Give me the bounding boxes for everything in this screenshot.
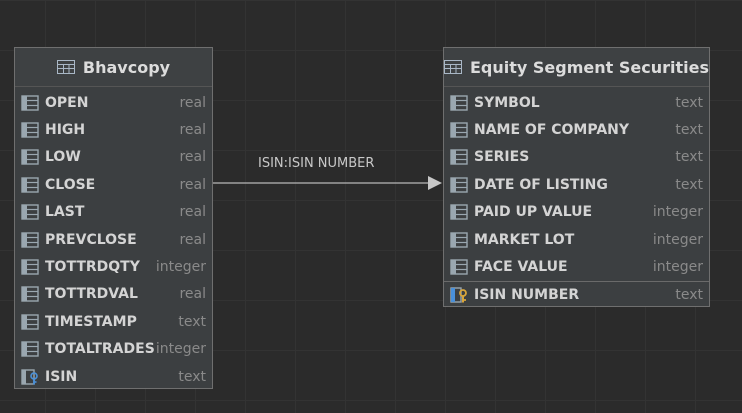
column-icon xyxy=(450,231,468,248)
column-row-isin[interactable]: ISIN text xyxy=(15,363,212,390)
column-name: ISIN xyxy=(45,368,78,385)
column-type: text xyxy=(675,94,703,111)
column-type: integer xyxy=(652,231,703,248)
column-icon xyxy=(21,122,39,138)
column-name: TOTTRDVAL xyxy=(45,286,138,303)
column-name: LAST xyxy=(45,204,85,221)
table-title: Bhavcopy xyxy=(82,57,171,77)
table-icon xyxy=(56,60,75,74)
column-row-name-of-company[interactable]: NAME OF COMPANY text xyxy=(444,116,709,143)
column-type: real xyxy=(179,176,206,193)
column-icon xyxy=(450,204,468,220)
column-name: HIGH xyxy=(45,122,86,139)
column-name: DATE OF LISTING xyxy=(474,176,608,193)
column-icon xyxy=(21,286,39,303)
column-name: CLOSE xyxy=(45,176,96,193)
column-row-paid-up-value[interactable]: PAID UP VALUE integer xyxy=(444,199,709,226)
column-type: integer xyxy=(652,259,703,276)
column-type: real xyxy=(179,149,206,166)
key-separator xyxy=(444,280,709,282)
column-icon xyxy=(21,149,39,166)
column-icon xyxy=(21,231,39,248)
column-row-tottrdval[interactable]: TOTTRDVAL real xyxy=(15,281,212,308)
column-name: TOTALTRADES xyxy=(45,341,155,358)
column-name: OPEN xyxy=(45,94,89,111)
column-row-market-lot[interactable]: MARKET LOT integer xyxy=(444,226,709,253)
column-name: NAME OF COMPANY xyxy=(474,122,630,139)
column-type: real xyxy=(179,94,206,111)
column-type: integer xyxy=(652,204,703,221)
column-name: PAID UP VALUE xyxy=(474,204,593,221)
table-header-bhavcopy: Bhavcopy xyxy=(15,48,212,87)
column-icon xyxy=(21,314,39,330)
column-icon xyxy=(21,259,39,275)
column-type: real xyxy=(179,122,206,139)
column-row-series[interactable]: SERIES text xyxy=(444,144,709,171)
column-type: text xyxy=(675,287,703,304)
column-name: FACE VALUE xyxy=(474,259,568,276)
column-icon xyxy=(450,177,468,193)
column-type: real xyxy=(179,286,206,303)
column-type: text xyxy=(675,176,703,193)
column-row-isin-number[interactable]: ISIN NUMBER text xyxy=(444,282,709,309)
column-row-last[interactable]: LAST real xyxy=(15,199,212,226)
column-row-date-of-listing[interactable]: DATE OF LISTING text xyxy=(444,171,709,198)
column-type: text xyxy=(178,368,206,385)
column-icon xyxy=(450,149,468,166)
column-type: text xyxy=(675,149,703,166)
column-icon xyxy=(21,204,39,220)
relationship-label: ISIN:ISIN NUMBER xyxy=(258,156,375,171)
column-name: MARKET LOT xyxy=(474,231,575,248)
column-icon xyxy=(450,122,468,138)
table-header-equity-segment-securities: Equity Segment Securities xyxy=(444,48,709,87)
foreign-key-column-icon xyxy=(21,368,38,385)
column-row-open[interactable]: OPEN real xyxy=(15,89,212,116)
column-icon xyxy=(450,94,468,111)
primary-key-column-icon xyxy=(450,287,467,304)
column-type: integer xyxy=(155,341,206,358)
column-type: text xyxy=(178,313,206,330)
column-row-high[interactable]: HIGH real xyxy=(15,116,212,143)
column-name: PREVCLOSE xyxy=(45,231,137,248)
key-column-list: ISIN NUMBER text xyxy=(444,282,709,309)
column-name: TOTTRDQTY xyxy=(45,259,140,276)
column-type: real xyxy=(179,231,206,248)
column-row-tottrdqty[interactable]: TOTTRDQTY integer xyxy=(15,253,212,280)
column-name: ISIN NUMBER xyxy=(474,287,580,304)
column-row-low[interactable]: LOW real xyxy=(15,144,212,171)
column-row-prevclose[interactable]: PREVCLOSE real xyxy=(15,226,212,253)
column-name: LOW xyxy=(45,149,81,166)
column-type: real xyxy=(179,204,206,221)
column-icon xyxy=(450,259,468,275)
column-row-face-value[interactable]: FACE VALUE integer xyxy=(444,253,709,280)
table-title: Equity Segment Securities xyxy=(470,57,709,77)
column-row-timestamp[interactable]: TIMESTAMP text xyxy=(15,308,212,335)
column-icon xyxy=(21,341,39,357)
column-row-symbol[interactable]: SYMBOL text xyxy=(444,89,709,116)
table-icon xyxy=(444,60,462,74)
column-type: integer xyxy=(155,259,206,276)
column-name: TIMESTAMP xyxy=(45,313,137,330)
column-name: SERIES xyxy=(474,149,530,166)
column-type: text xyxy=(675,122,703,139)
column-row-close[interactable]: CLOSE real xyxy=(15,171,212,198)
column-icon xyxy=(21,94,39,111)
column-name: SYMBOL xyxy=(474,94,540,111)
column-icon xyxy=(21,177,39,193)
